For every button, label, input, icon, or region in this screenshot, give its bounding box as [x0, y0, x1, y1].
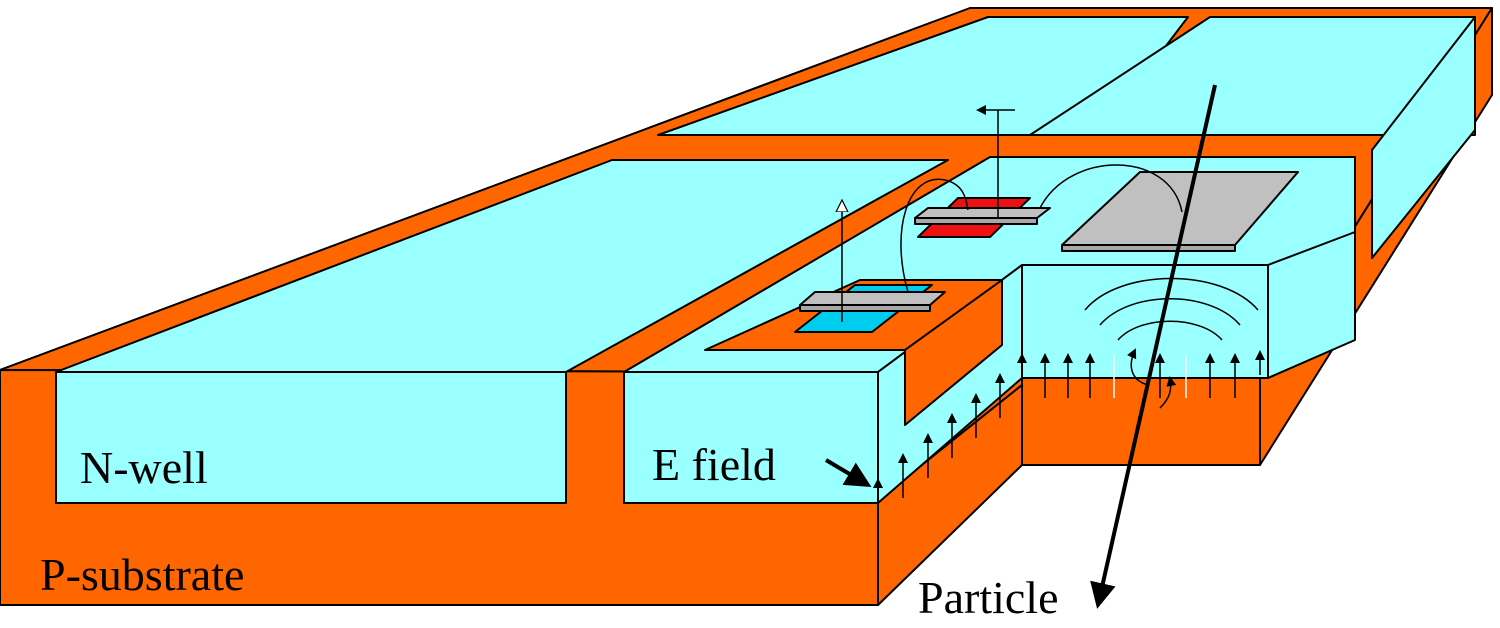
metal-plate-side [1061, 244, 1236, 252]
nwell-label: N-well [80, 442, 208, 493]
carrier-loop-up [1127, 348, 1149, 386]
nwell-back-right-side [1371, 16, 1476, 259]
nwell-middle-right-side [1267, 231, 1356, 379]
nwell-left-front [55, 371, 567, 504]
e-field-arrows-diagonal [873, 353, 1027, 500]
e-field-label: E field [652, 439, 776, 490]
wire-arc-right [1039, 164, 1183, 213]
p-transistor-gate-side [914, 217, 1038, 225]
e-field-arrows-horizontal [1040, 350, 1265, 398]
n-transistor-gate [799, 291, 946, 306]
nwell-back-left-top [657, 16, 1189, 136]
substrate-step-side-face [877, 384, 1023, 606]
charge-ripple-1 [1117, 320, 1223, 341]
particle-trajectory [1090, 84, 1217, 609]
carrier-loop-down [1159, 376, 1177, 409]
charge-ripple-2 [1099, 298, 1241, 326]
nwell-middle-step-front [1021, 264, 1269, 379]
p-transistor-gate [914, 207, 1051, 219]
n-transistor-gate-side [799, 304, 931, 312]
e-field-pointer-arrow [824, 458, 872, 488]
p-substrate-label: P-substrate [40, 549, 244, 600]
wire-arc-left [900, 178, 969, 293]
p-region-side [904, 279, 1003, 426]
particle-label: Particle [918, 572, 1059, 623]
